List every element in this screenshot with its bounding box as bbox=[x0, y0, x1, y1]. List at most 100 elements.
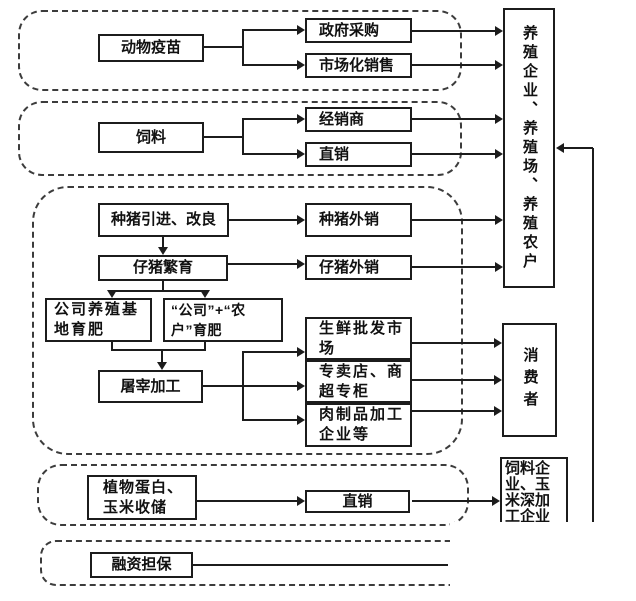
connector-market-to-breeders bbox=[412, 64, 495, 66]
node-financing-guarantee: 融资担保 bbox=[90, 552, 193, 578]
connector-pigintro-to-pigsales bbox=[229, 219, 297, 221]
arrowhead-pigletbreeding-to-pigletsales bbox=[297, 259, 305, 269]
node-company-farmer-fattening: “公司”+“农户”育肥 bbox=[163, 298, 283, 342]
node-breeders-group: 养殖企业、养殖场、养殖农户 bbox=[503, 8, 555, 288]
connector-slaughter-fork bbox=[242, 351, 244, 421]
arrowhead-meat-to-consumers bbox=[494, 406, 502, 416]
arrowhead-to-direct-sales-feed bbox=[297, 149, 305, 159]
connector-directsales-to-feedcorn bbox=[412, 500, 492, 502]
arrowhead-to-gov-procurement bbox=[297, 25, 305, 35]
connector-merge-stem bbox=[161, 350, 163, 363]
connector-meat-to-consumers bbox=[412, 410, 494, 412]
arrowhead-to-slaughter bbox=[157, 362, 167, 370]
node-specialty-store-label: 专卖店、商超专柜 bbox=[319, 362, 405, 400]
connector-to-direct-sales-feed bbox=[242, 153, 298, 155]
section-feed bbox=[18, 101, 462, 176]
connector-pigsales-to-breeders bbox=[412, 219, 495, 221]
connector-merge-bar bbox=[111, 349, 206, 351]
node-meat-processing: 肉制品加工企业等 bbox=[305, 403, 412, 447]
connector-distributor-to-breeders bbox=[412, 118, 495, 120]
arrowhead-to-fresh-wholesale bbox=[297, 347, 305, 357]
node-direct-sales-corn-label: 直销 bbox=[342, 492, 373, 510]
node-gov-procurement-label: 政府采购 bbox=[319, 21, 380, 39]
arrowhead-to-company-base bbox=[107, 290, 117, 298]
node-breeding-pig-intro-label: 种猪引进、改良 bbox=[110, 211, 216, 228]
arrowhead-pigintro-to-pigsales bbox=[297, 215, 305, 225]
arrowhead-market-to-breeders bbox=[495, 60, 503, 70]
arrowhead-pigletsales-to-breeders bbox=[495, 262, 503, 272]
connector-pigletbreeding-to-pigletsales bbox=[228, 263, 297, 265]
arrowhead-gov-to-breeders bbox=[495, 26, 503, 36]
node-piglet-sales-label: 仔猪外销 bbox=[319, 258, 380, 276]
node-plant-protein-corn-label: 植物蛋白、玉米收储 bbox=[103, 478, 184, 516]
node-company-base-fattening: 公司养殖基地育肥 bbox=[45, 298, 152, 342]
connector-vaccine-out bbox=[204, 46, 243, 48]
node-meat-processing-label: 肉制品加工企业等 bbox=[319, 406, 405, 443]
node-piglet-sales: 仔猪外销 bbox=[305, 255, 412, 280]
arrowhead-specialty-to-consumers bbox=[494, 375, 502, 385]
connector-to-gov-procurement bbox=[242, 29, 298, 31]
node-feed-label: 饲料 bbox=[135, 128, 166, 146]
node-feed-corn-enterprises-label: 饲料企业、玉米深加工企业 bbox=[505, 460, 551, 525]
node-plant-protein-corn: 植物蛋白、玉米收储 bbox=[87, 475, 197, 520]
arrowhead-pigintro-to-pigletbreeding bbox=[158, 247, 168, 255]
node-animal-vaccine-label: 动物疫苗 bbox=[120, 39, 181, 56]
arrowhead-directsales-to-breeders bbox=[495, 149, 503, 159]
connector-base-merge-stub bbox=[111, 342, 113, 350]
connector-gov-to-breeders bbox=[412, 30, 495, 32]
node-breeding-pig-sales: 种猪外销 bbox=[305, 203, 412, 237]
node-company-farmer-fattening-label: “公司”+“农户”育肥 bbox=[171, 302, 246, 338]
node-slaughter-processing: 屠宰加工 bbox=[98, 370, 203, 403]
connector-feedback-horizontal bbox=[564, 147, 593, 149]
connector-pigletbreeding-split-stem bbox=[162, 280, 164, 291]
connector-pigletsales-to-breeders bbox=[412, 266, 495, 268]
node-breeders-group-label: 养殖企业、养殖场、养殖农户 bbox=[521, 24, 538, 272]
section-vaccine bbox=[18, 10, 462, 91]
node-specialty-store: 专卖店、商超专柜 bbox=[305, 360, 412, 403]
node-piglet-breeding: 仔猪繁育 bbox=[98, 255, 228, 281]
arrowhead-to-company-farmer bbox=[200, 290, 210, 298]
connector-feed-out bbox=[204, 136, 243, 138]
node-breeding-pig-intro: 种猪引进、改良 bbox=[98, 203, 229, 237]
arrowhead-wholesale-to-consumers bbox=[494, 338, 502, 348]
node-distributor-label: 经销商 bbox=[319, 110, 365, 128]
node-company-base-fattening-label: 公司养殖基地育肥 bbox=[54, 301, 140, 338]
connector-to-market-sales bbox=[242, 64, 298, 66]
connector-to-fresh-wholesale bbox=[242, 351, 298, 353]
arrowhead-to-specialty-store bbox=[297, 381, 305, 391]
connector-plantprotein-to-directsales bbox=[197, 500, 297, 502]
arrowhead-feedback-to-breeders bbox=[556, 143, 564, 153]
connector-farmer-merge-stub bbox=[204, 342, 206, 350]
connector-wholesale-to-consumers bbox=[412, 342, 494, 344]
arrowhead-to-market-sales bbox=[297, 60, 305, 70]
node-fresh-wholesale-market: 生鲜批发市场 bbox=[305, 317, 412, 360]
node-breeding-pig-sales-label: 种猪外销 bbox=[319, 211, 380, 228]
bottom-right-crop-mask bbox=[450, 522, 636, 601]
connector-specialty-to-consumers bbox=[412, 379, 494, 381]
node-market-sales-label: 市场化销售 bbox=[319, 56, 395, 74]
node-financing-guarantee-label: 融资担保 bbox=[111, 556, 172, 573]
node-piglet-breeding-label: 仔猪繁育 bbox=[132, 259, 193, 276]
connector-pigletbreeding-split-bar bbox=[109, 290, 206, 292]
arrowhead-directsales-to-feedcorn bbox=[492, 496, 500, 506]
node-gov-procurement: 政府采购 bbox=[305, 18, 412, 43]
node-distributor: 经销商 bbox=[305, 107, 412, 132]
connector-directsales-to-breeders bbox=[412, 153, 495, 155]
connector-vaccine-fork bbox=[242, 30, 244, 66]
arrowhead-plantprotein-to-directsales bbox=[297, 496, 305, 506]
node-direct-sales-feed: 直销 bbox=[305, 142, 412, 167]
section-corn bbox=[37, 464, 469, 526]
node-consumers: 消费者 bbox=[502, 323, 557, 437]
connector-financing-line bbox=[193, 564, 448, 566]
arrowhead-distributor-to-breeders bbox=[495, 114, 503, 124]
node-consumers-label: 消费者 bbox=[521, 347, 539, 413]
node-direct-sales-feed-label: 直销 bbox=[319, 145, 350, 163]
section-pig-production bbox=[32, 186, 463, 455]
node-market-sales: 市场化销售 bbox=[305, 53, 412, 78]
connector-slaughter-out bbox=[203, 385, 298, 387]
node-slaughter-processing-label: 屠宰加工 bbox=[120, 377, 181, 395]
connector-feed-fork bbox=[242, 118, 244, 155]
arrowhead-pigsales-to-breeders bbox=[495, 215, 503, 225]
connector-pigintro-to-pigletbreeding bbox=[162, 237, 164, 248]
